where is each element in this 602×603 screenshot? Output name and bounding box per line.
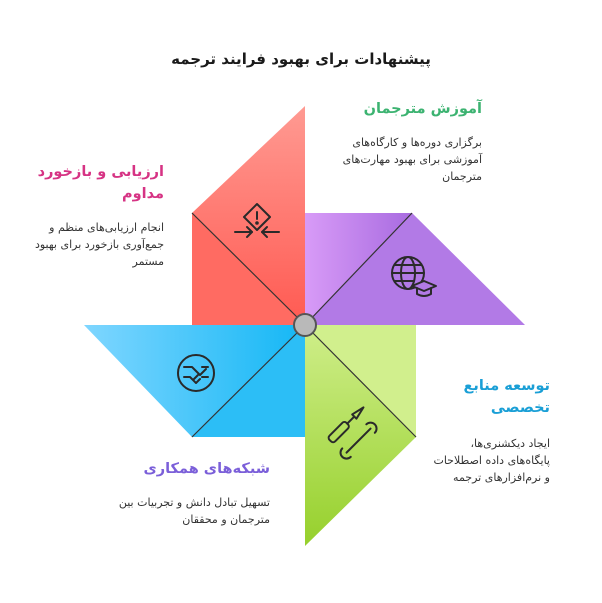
item-specialized-resources: توسعه منابع تخصصی ایجاد دیکشنری‌ها، پایگ… — [426, 375, 550, 486]
item-continuous-evaluation: ارزیابی و بازخورد مداوم انجام ارزیابی‌ها… — [24, 161, 164, 270]
handshake-icon — [177, 354, 215, 392]
item-description: تسهیل تبادل دانش و تجربیات بین مترجمان و… — [118, 496, 270, 526]
item-heading: شبکه‌های همکاری — [143, 461, 270, 477]
item-description: ایجاد دیکشنری‌ها، پایگاه‌های داده اصطلاح… — [433, 437, 550, 484]
item-heading: توسعه منابع تخصصی — [463, 378, 550, 416]
blade-outlines — [191, 212, 417, 438]
item-heading: ارزیابی و بازخورد مداوم — [37, 164, 164, 202]
blade-red — [192, 106, 305, 325]
warning-converge-icon — [234, 203, 280, 238]
globe-graduation-cap-icon — [391, 256, 437, 297]
item-description: انجام ارزیابی‌های منظم و جمع‌آوری بازخور… — [34, 221, 164, 268]
item-heading: آموزش مترجمان — [363, 101, 482, 117]
pinwheel-center-pin — [293, 313, 317, 337]
item-description: برگزاری دوره‌ها و کارگاه‌های آموزشی برای… — [342, 136, 482, 183]
item-translator-training: آموزش مترجمان برگزاری دوره‌ها و کارگاه‌ه… — [330, 98, 482, 185]
wrench-screwdriver-icon — [327, 406, 378, 460]
item-collaboration-networks: شبکه‌های همکاری تسهیل تبادل دانش و تجربی… — [110, 458, 270, 528]
blade-green — [305, 325, 416, 546]
diagram-title: پیشنهادات برای بهبود فرایند ترجمه — [171, 50, 431, 68]
